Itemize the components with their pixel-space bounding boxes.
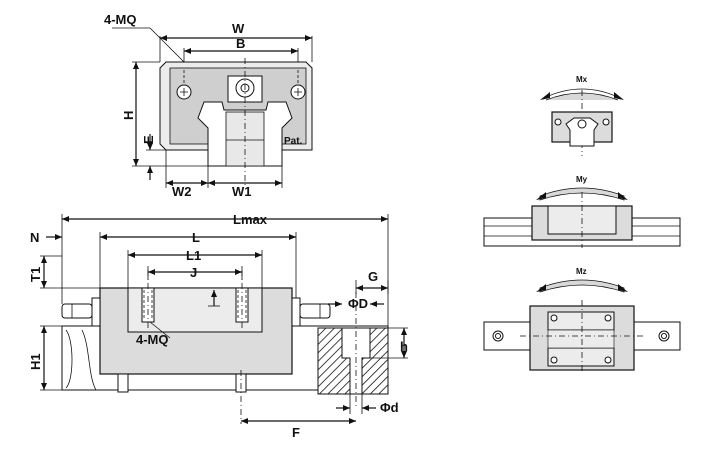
pat-label: Pat. xyxy=(284,136,303,147)
label-n: N xyxy=(30,230,39,245)
label-w1: W1 xyxy=(232,184,252,199)
grease-nipple-left xyxy=(61,303,93,319)
label-f: F xyxy=(292,425,300,440)
moment-my-view xyxy=(483,187,681,248)
label-e: E xyxy=(141,135,156,144)
label-t1: T1 xyxy=(28,267,43,282)
label-phi-big-d: ΦD xyxy=(348,296,368,311)
label-mx: Mx xyxy=(576,75,588,84)
label-mz: Mz xyxy=(576,267,587,276)
label-h: H xyxy=(121,111,136,120)
label-h1: H1 xyxy=(28,353,43,370)
moment-mx-view xyxy=(540,88,624,156)
label-w2: W2 xyxy=(172,184,192,199)
label-l: L xyxy=(192,230,200,245)
label-phi-d: Φd xyxy=(380,400,399,415)
side-view xyxy=(40,214,408,424)
label-b: B xyxy=(236,36,245,51)
grease-nipple-right xyxy=(299,303,331,319)
label-g: G xyxy=(368,269,378,284)
label-4-mq-top: 4-MQ xyxy=(104,12,137,27)
label-w: W xyxy=(232,21,245,36)
front-view: Pat. xyxy=(112,27,313,188)
label-l1: L1 xyxy=(186,248,201,263)
label-my: My xyxy=(576,175,588,184)
label-4-mq-side: 4-MQ xyxy=(136,332,169,347)
label-h-small: h xyxy=(400,339,408,354)
label-j: J xyxy=(190,265,197,280)
moment-mz-view xyxy=(483,279,681,374)
label-lmax: Lmax xyxy=(233,212,268,227)
